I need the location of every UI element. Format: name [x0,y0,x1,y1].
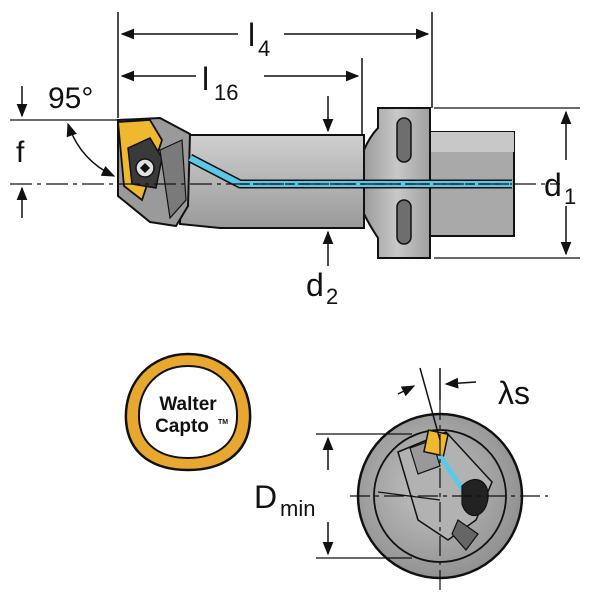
walter-capto-logo: Walter Capto TM [124,352,252,472]
dimension-angle: 95° [48,82,116,177]
dimension-f: f [10,86,118,218]
label-l4-sub: 4 [258,36,270,61]
label-f: f [16,136,25,169]
collar-slot-top [396,117,412,163]
dimension-l4: l 4 [117,12,433,118]
dimension-d2: d 2 [306,96,338,309]
dimension-l16: l 16 [120,56,363,134]
label-angle: 95° [48,82,93,115]
logo-walter: Walter [159,394,217,415]
dimension-lambda-s: λs [397,367,530,441]
label-d1: d [544,167,562,203]
dimension-d1: d 1 [434,107,580,259]
label-lambda-s: λs [498,375,530,411]
tool-side-view [10,107,560,259]
label-dmin: D [254,479,277,515]
label-l4: l [248,17,255,53]
dimension-dmin: D min [254,433,412,559]
tool-front-view [350,400,548,590]
label-d1-sub: 1 [564,184,576,209]
label-l16-sub: 16 [214,80,238,105]
logo-tm: TM [218,419,228,426]
label-dmin-sub: min [280,496,315,521]
collar-slot-bottom [396,199,412,245]
label-l16: l [202,61,209,97]
logo-capto: Capto [155,416,209,437]
label-d2: d [306,267,324,303]
front-insert [423,429,449,457]
label-d2-sub: 2 [326,284,338,309]
